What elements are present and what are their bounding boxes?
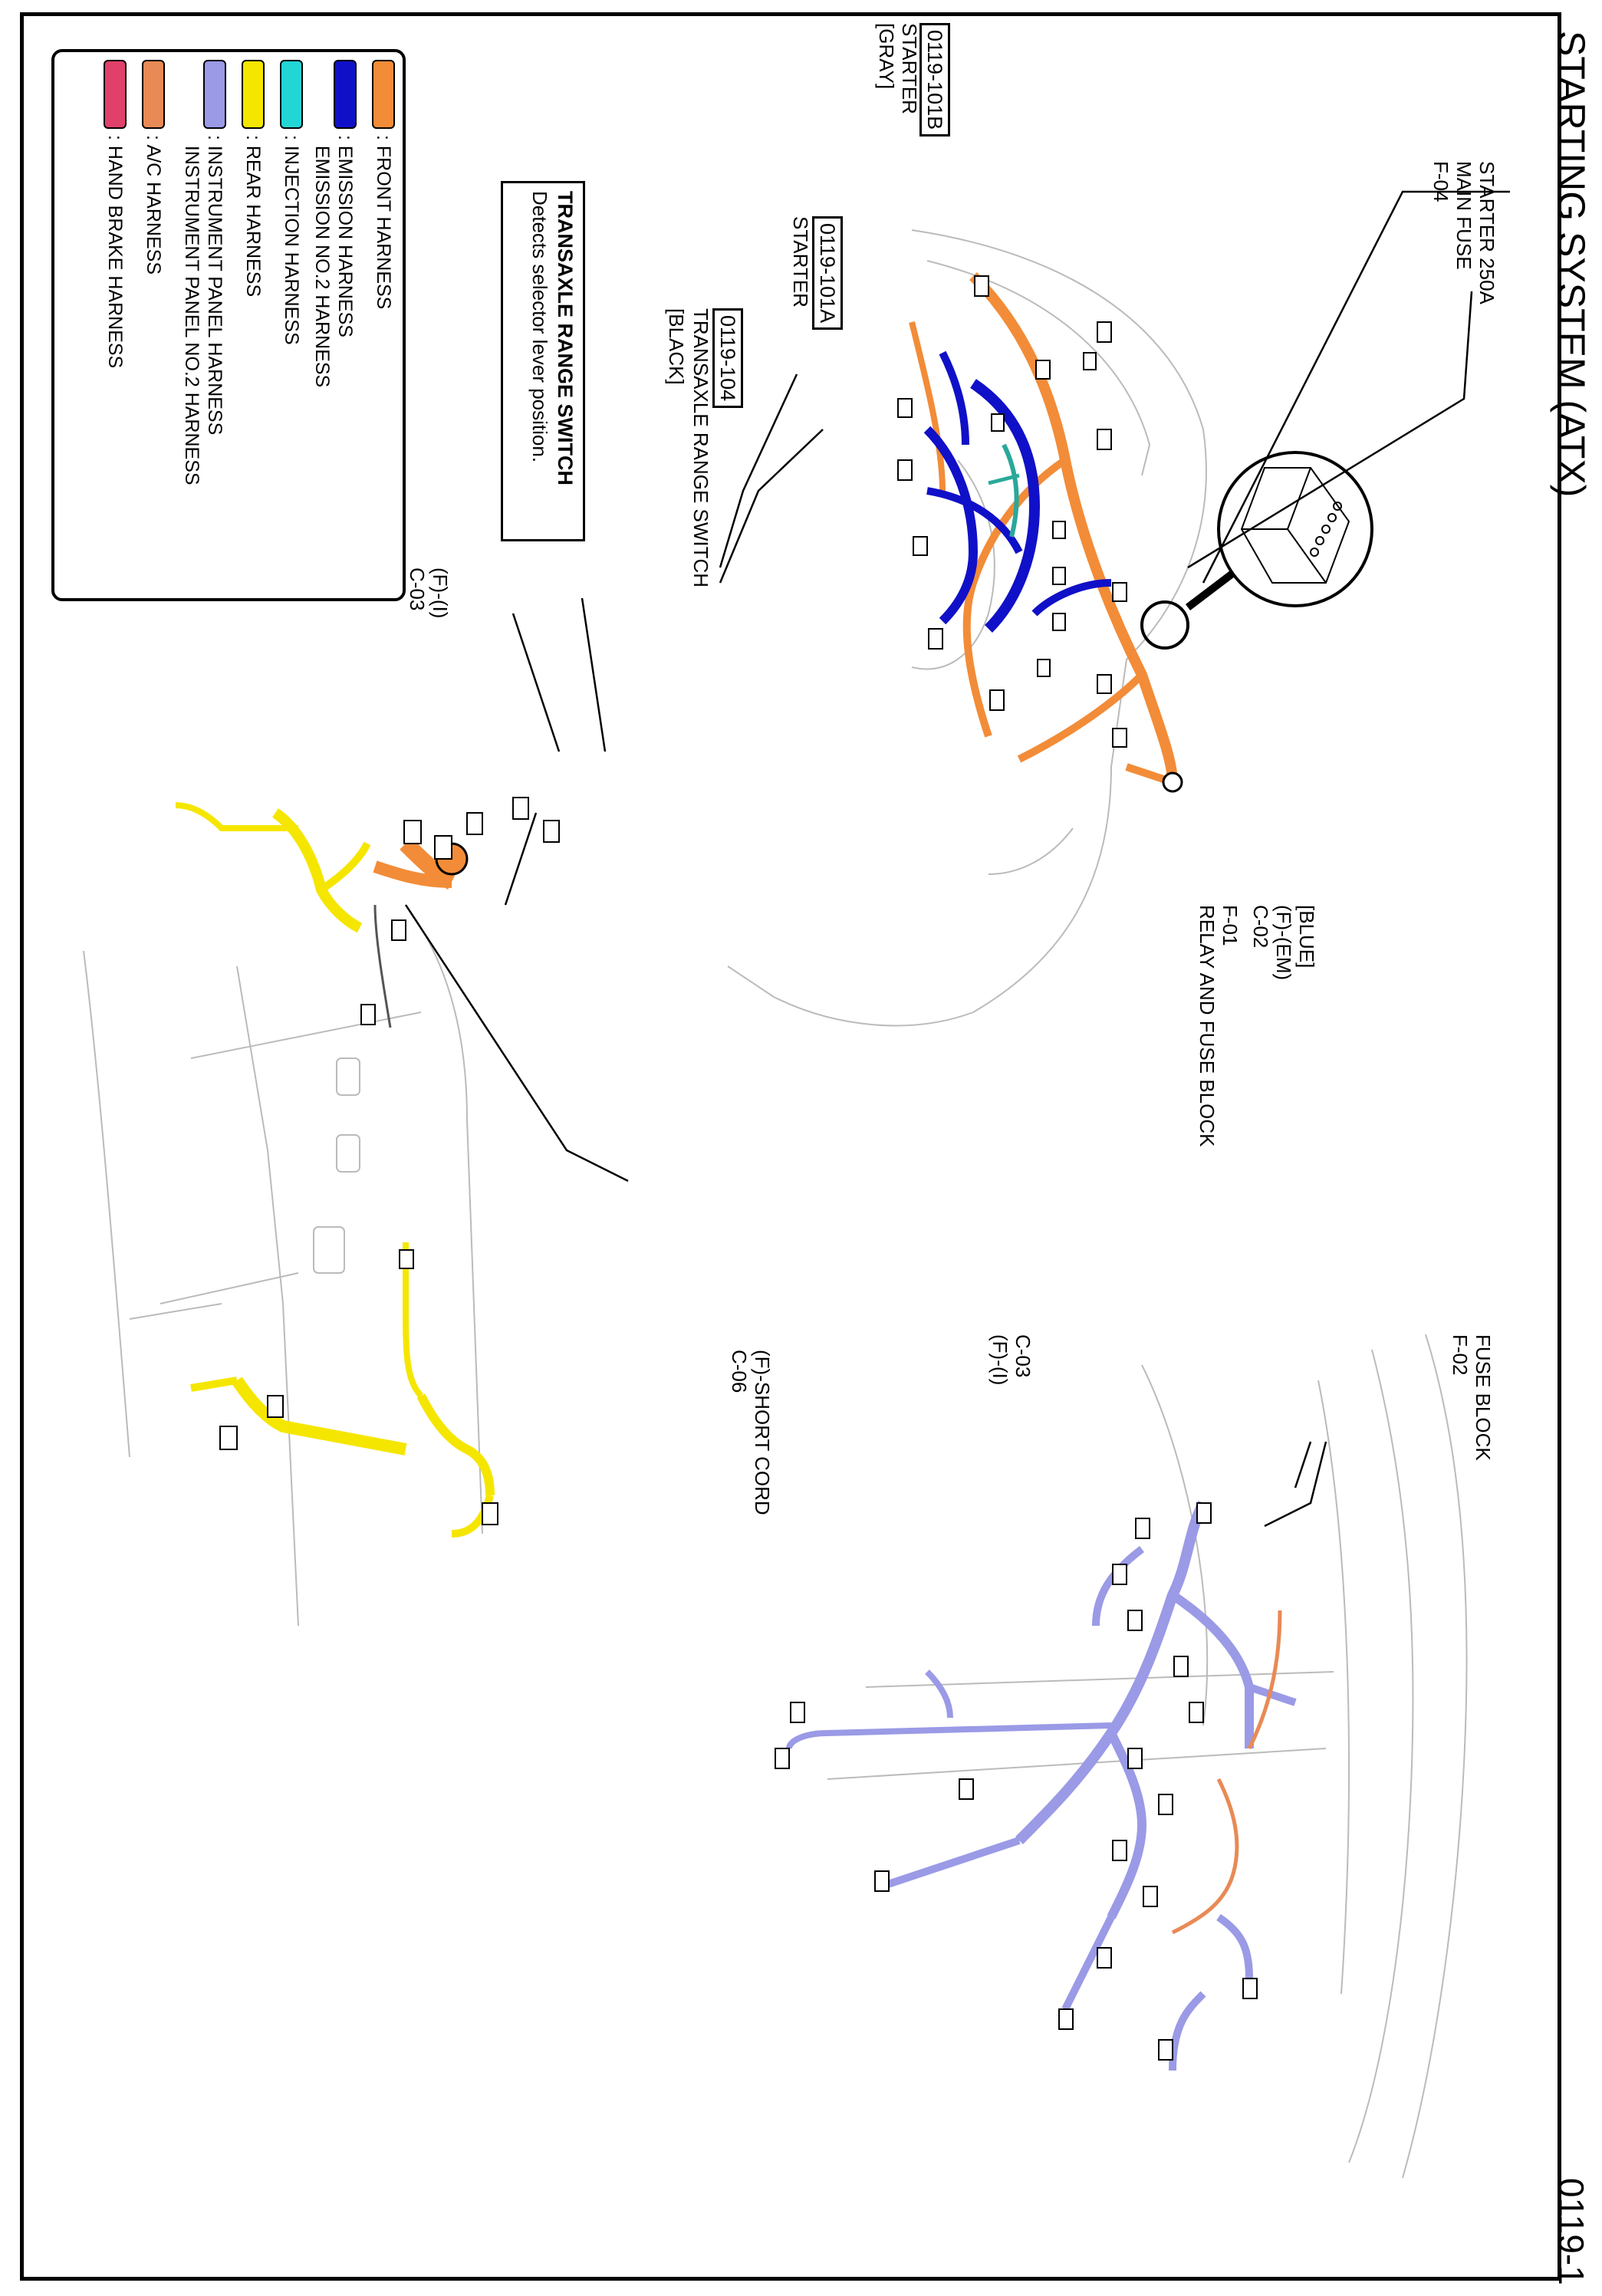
legend-label: INSTRUMENT PANEL NO.2 HARNESS	[181, 135, 203, 485]
main-fuse-magnifier	[1217, 451, 1373, 607]
harness-legend: : FRONT HARNESS : EMISSION HARNESS EMISS…	[51, 49, 406, 601]
short-cord-connector: C-06	[728, 1350, 751, 1393]
trs-code: 0119-104	[712, 308, 743, 409]
floor-connectors	[219, 797, 560, 1525]
legend-label: : HAND BRAKE HARNESS	[104, 135, 127, 369]
relay-block-fuse-code: F-01	[1219, 905, 1242, 946]
engine-connectors	[897, 275, 1127, 748]
description-title: TRANSAXLE RANGE SWITCH	[554, 191, 577, 485]
legend-row: : EMISSION HARNESS	[334, 60, 357, 337]
legend-label: EMISSION NO.2 HARNESS	[311, 135, 334, 388]
legend-row: EMISSION NO.2 HARNESS	[311, 60, 334, 387]
component-description: TRANSAXLE RANGE SWITCH Detects selector …	[501, 181, 585, 541]
magnifier-pointer	[1185, 571, 1235, 610]
fuse-block-label: FUSE BLOCK	[1472, 1334, 1495, 1461]
leader-lines	[404, 190, 1510, 1528]
legend-label: : REAR HARNESS	[242, 135, 265, 298]
instrument-panel-harness-swatch	[203, 60, 226, 129]
starter-b-connector-color: [GRAY]	[875, 23, 898, 90]
starter-b-code: 0119-101B	[919, 23, 950, 137]
main-fuse-location-circle	[1140, 600, 1189, 650]
main-fuse-label-line1: STARTER 250A	[1475, 161, 1498, 304]
legend-row: : INJECTION HARNESS	[280, 60, 303, 345]
page-border	[20, 12, 1561, 2281]
legend-label: : INJECTION HARNESS	[281, 135, 303, 345]
starter-a-code: 0119-101A	[812, 216, 843, 331]
short-cord-label: (F)-SHORT CORD	[751, 1350, 774, 1515]
ac-harness-swatch	[142, 60, 165, 129]
legend-row: : A/C HARNESS	[142, 60, 165, 275]
starter-a-label: STARTER	[789, 216, 812, 308]
emission-harness-swatch	[334, 60, 357, 129]
dash-c03-connector: C-03	[1012, 1334, 1035, 1378]
rear-harness-swatch	[242, 60, 265, 129]
starter-b-label: STARTER	[898, 23, 921, 114]
dash-c03-code: (F)-(I)	[989, 1334, 1012, 1386]
legend-row: : HAND BRAKE HARNESS	[104, 60, 127, 368]
legend-row: : FRONT HARNESS	[372, 60, 395, 309]
emission-harness	[923, 350, 1112, 633]
dash-connectors	[775, 1502, 1258, 2061]
floor-harness	[175, 802, 495, 1538]
injection-harness-swatch	[280, 60, 303, 129]
instrument-panel-harness	[786, 1500, 1297, 2071]
ac-harness	[1171, 1610, 1282, 1935]
injection-harness	[988, 443, 1020, 538]
hand-brake-harness-swatch	[104, 60, 127, 129]
legend-row: : REAR HARNESS	[242, 60, 265, 297]
legend-row: : INSTRUMENT PANEL HARNESS	[203, 60, 226, 435]
legend-label: : INSTRUMENT PANEL HARNESS	[204, 135, 226, 436]
main-fuse-closeup	[1240, 467, 1350, 584]
legend-row: INSTRUMENT PANEL NO.2 HARNESS	[180, 60, 203, 485]
floor-c03-code: (F)-(I)	[429, 567, 452, 619]
legend-label: : EMISSION HARNESS	[334, 135, 357, 337]
main-fuse-label-line2: MAIN FUSE	[1452, 161, 1475, 270]
legend-label: : FRONT HARNESS	[373, 135, 395, 310]
relay-block-color: [BLUE]	[1295, 905, 1318, 969]
front-harness	[909, 272, 1183, 793]
trs-label: TRANSAXLE RANGE SWITCH	[689, 308, 712, 588]
relay-block-connector: C-02	[1249, 905, 1272, 949]
trs-connector-color: [BLACK]	[665, 308, 688, 385]
description-text: Detects selector lever position.	[528, 191, 551, 463]
front-harness-swatch	[372, 60, 395, 129]
floor-c03-connector: C-03	[406, 567, 429, 611]
fuse-block-code: F-02	[1449, 1334, 1472, 1376]
relay-block-code: (F)-(EM)	[1272, 905, 1295, 981]
relay-block-label: RELAY AND FUSE BLOCK	[1196, 905, 1219, 1147]
main-fuse-label-line3: F-04	[1429, 161, 1452, 202]
legend-label: : A/C HARNESS	[143, 135, 165, 275]
